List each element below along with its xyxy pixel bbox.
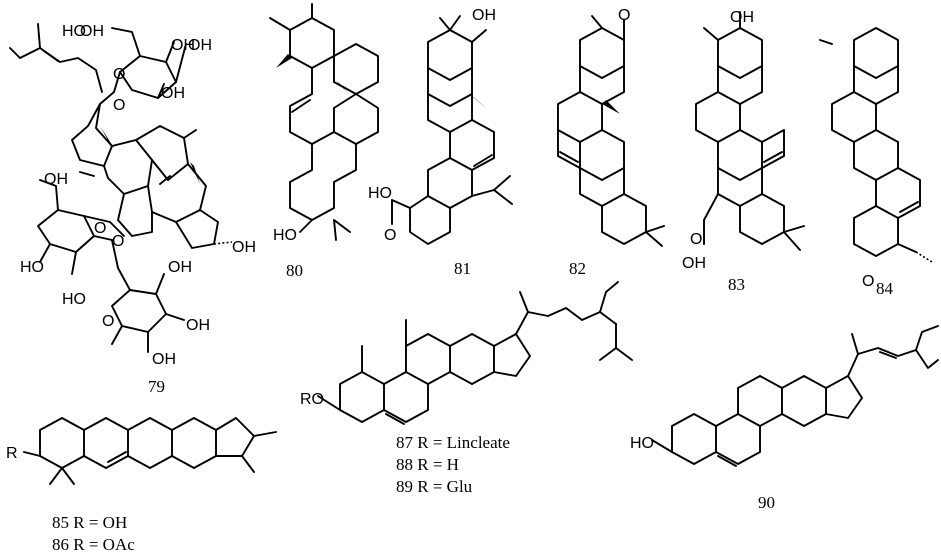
compound-number-90: 90 xyxy=(758,493,775,512)
oh-label: OH xyxy=(472,7,496,24)
oh-label: OH xyxy=(232,239,256,256)
o-label: O xyxy=(113,97,125,114)
structure-90: HO 90 xyxy=(630,325,939,512)
oh-label: OH xyxy=(80,23,104,40)
oh-label: OH xyxy=(171,37,195,54)
oh-label: OH xyxy=(44,171,68,188)
compound-number-81: 81 xyxy=(454,259,471,278)
o-label: O xyxy=(113,66,125,83)
compound-number-79: 79 xyxy=(148,377,165,396)
oh-label: OH xyxy=(188,37,212,54)
oh-label: OH xyxy=(730,9,754,26)
oh-label: OH xyxy=(682,255,706,272)
oh-label: OH xyxy=(168,259,192,276)
caption-89: 89 R = Glu xyxy=(396,477,473,496)
caption-87: 87 R = Lincleate xyxy=(396,433,510,452)
structure-87-89: RO 87 R = Lincleate 88 R = H 89 R = Glu xyxy=(300,281,633,496)
o-label: O xyxy=(384,227,396,244)
o-label: O xyxy=(102,313,114,330)
caption-88: 88 R = H xyxy=(396,455,459,474)
compound-number-84: 84 xyxy=(876,279,894,298)
oh-label: OH xyxy=(161,85,185,102)
caption-85: 85 R = OH xyxy=(52,513,127,532)
structure-83: OH OH O 83 xyxy=(682,9,805,294)
ho-label: HO xyxy=(630,435,654,452)
oh-label: OH xyxy=(152,351,176,368)
structure-85-86: R 85 R = OH 86 R = OAc xyxy=(6,417,277,554)
o-label: O xyxy=(112,233,124,250)
structure-84: O 84 xyxy=(819,27,933,298)
compound-number-82: 82 xyxy=(569,259,586,278)
o-label: O xyxy=(862,273,874,290)
ho-label: HO xyxy=(62,23,86,40)
r-label: R xyxy=(6,445,18,462)
ho-label: HO xyxy=(368,185,392,202)
structure-81: OH HO O 81 xyxy=(368,7,513,278)
caption-86: 86 R = OAc xyxy=(52,535,135,554)
ho-label: HO xyxy=(20,259,44,276)
o-label: O xyxy=(690,231,702,248)
compound-number-83: 83 xyxy=(728,275,745,294)
structure-80: HO 80 xyxy=(269,3,379,280)
o-label: O xyxy=(94,220,106,237)
compound-number-80: 80 xyxy=(286,261,303,280)
oh-label: OH xyxy=(186,317,210,334)
ho-label: HO xyxy=(62,291,86,308)
ho-label: HO xyxy=(273,227,297,244)
structure-82: O 82 xyxy=(557,7,665,278)
structure-79: OH HO OH OH OH O O OH OH HO HO O O OH OH… xyxy=(9,23,256,396)
ro-label: RO xyxy=(300,391,324,408)
o-label: O xyxy=(618,7,630,24)
